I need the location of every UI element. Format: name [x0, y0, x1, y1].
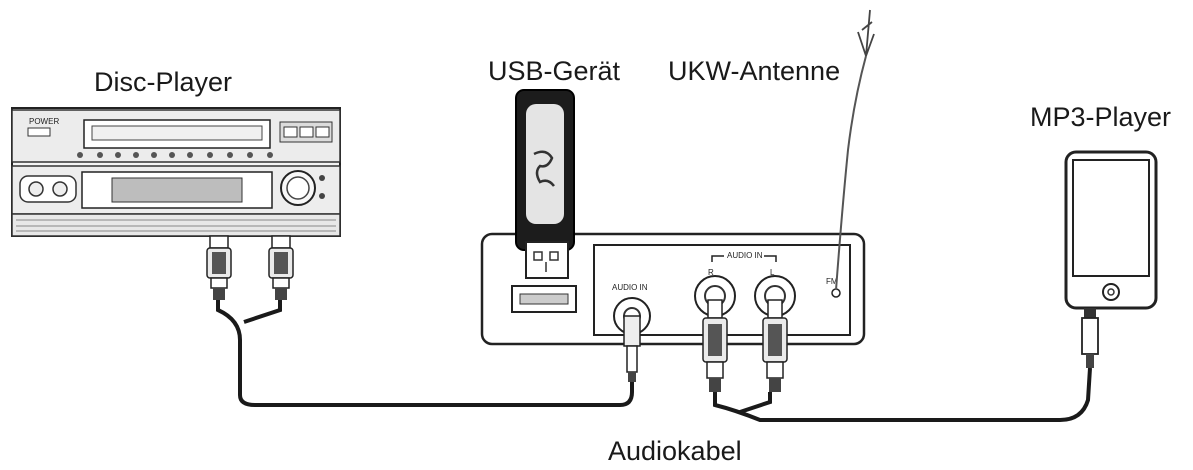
- audio-cable-label: Audiokabel: [608, 436, 742, 466]
- disc-player-cable-branch: [243, 300, 282, 324]
- fm-port: [831, 288, 841, 298]
- disc-player: POWER: [11, 107, 341, 237]
- disc-player-rca-plugs: [206, 235, 294, 300]
- audio-in-jack-label: AUDIO IN: [612, 283, 648, 292]
- svg-text:POWER: POWER: [29, 117, 59, 126]
- fm-antenna-label: UKW-Antenne: [668, 56, 840, 86]
- fm-port-label: FM: [826, 277, 838, 286]
- fm-antenna: [835, 9, 875, 291]
- left-channel-label: L: [770, 268, 775, 277]
- main-unit-rca-plugs: [702, 299, 788, 392]
- usb-device-label: USB-Gerät: [488, 56, 621, 86]
- disc-player-cable: [216, 300, 634, 407]
- mp3-player-cable-branch: [739, 392, 772, 414]
- usb-stick: [515, 89, 575, 279]
- audio-in-group-label: AUDIO IN: [727, 251, 763, 260]
- disc-player-label: Disc-Player: [94, 67, 232, 97]
- mp3-player-label: MP3-Player: [1030, 102, 1171, 132]
- right-channel-label: R: [708, 268, 714, 277]
- mp3-player-cable: [713, 367, 1092, 422]
- audio-in-plug: [623, 315, 641, 382]
- mp3-player: [1064, 150, 1158, 368]
